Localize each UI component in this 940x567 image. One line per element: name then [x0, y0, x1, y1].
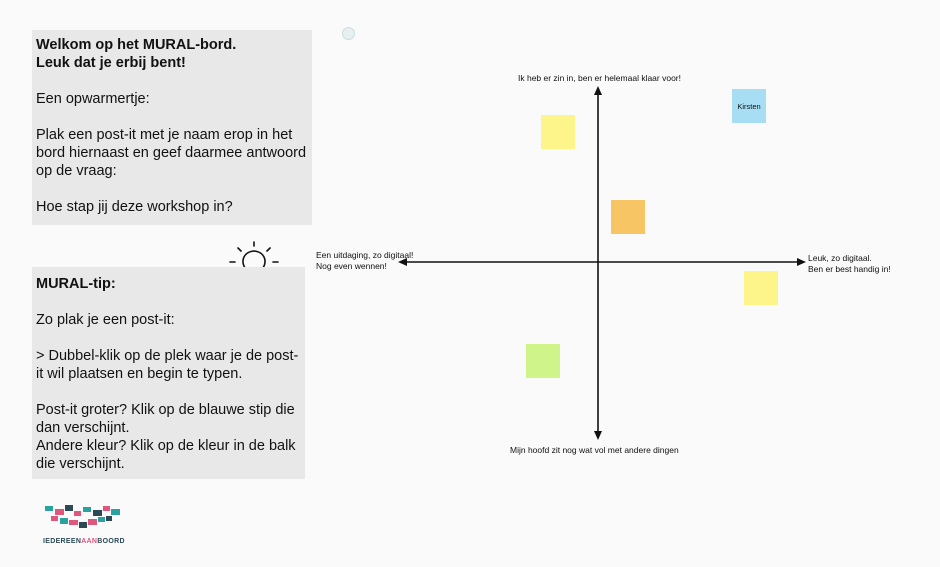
welcome-panel[interactable]: Welkom op het MURAL-bord. Leuk dat je er… — [32, 30, 312, 225]
postit-green-bottom-left[interactable] — [526, 344, 560, 378]
axis-label-top: Ik heb er zin in, ben er helemaal klaar … — [518, 73, 682, 83]
logo-part-2: AAN — [81, 538, 98, 545]
logo-wordmark: IEDEREENAANBOORD — [43, 538, 125, 545]
postit-blue-kirsten[interactable]: Kirsten — [732, 89, 766, 123]
arrow-left-icon — [398, 258, 407, 266]
arrow-up-icon — [594, 86, 602, 95]
iedereenaanboord-logo-icon — [45, 505, 120, 528]
axis-label-left-line2: Nog even wennen! — [316, 261, 387, 271]
postit-text: Kirsten — [737, 102, 761, 111]
logo-part-3: BOORD — [97, 538, 125, 545]
postit-yellow-top-left[interactable] — [541, 115, 575, 149]
warmup-instruction: Plak een post-it met je naam erop in het… — [36, 127, 307, 179]
welcome-title-line2: Leuk dat je erbij bent! — [36, 55, 186, 71]
tip-step-2a: Post-it groter? Klik op de blauwe stip d… — [36, 402, 295, 436]
axis-label-left: Een uitdaging, zo digitaal! Nog even wen… — [316, 250, 413, 272]
welcome-title-line1: Welkom op het MURAL-bord. — [36, 37, 237, 53]
arrow-down-icon — [594, 431, 602, 440]
tip-panel[interactable]: MURAL-tip: Zo plak je een post-it: > Dub… — [32, 267, 305, 479]
postit-orange-center[interactable] — [611, 200, 645, 234]
axis-label-right-line1: Leuk, zo digitaal. — [808, 253, 872, 263]
axis-label-right-line2: Ben er best handig in! — [808, 264, 891, 274]
tip-step-2b: Andere kleur? Klik op de kleur in de bal… — [36, 438, 296, 472]
axis-label-right: Leuk, zo digitaal. Ben er best handig in… — [808, 253, 891, 275]
warmup-question: Hoe stap jij deze workshop in? — [36, 199, 233, 215]
tip-title: MURAL-tip: — [36, 276, 116, 292]
arrow-right-icon — [797, 258, 806, 266]
postit-yellow-right[interactable] — [744, 271, 778, 305]
logo-part-1: IEDEREEN — [43, 538, 82, 545]
warmup-label: Een opwarmertje: — [36, 91, 150, 107]
tip-step-1: > Dubbel-klik op de plek waar je de post… — [36, 348, 299, 382]
axis-label-bottom: Mijn hoofd zit nog wat vol met andere di… — [510, 445, 679, 455]
axis-label-left-line1: Een uitdaging, zo digitaal! — [316, 250, 414, 260]
resize-dot[interactable] — [342, 27, 355, 40]
tip-subtitle: Zo plak je een post-it: — [36, 312, 175, 328]
